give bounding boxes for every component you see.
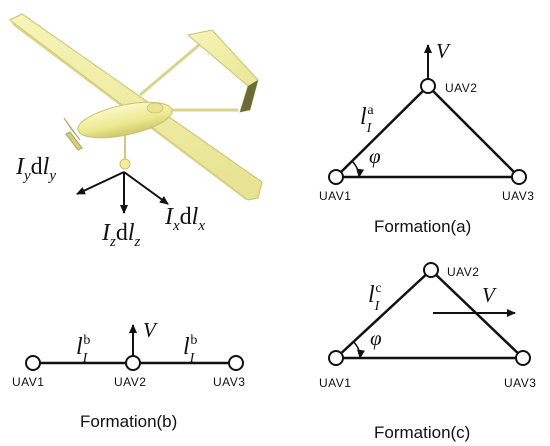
formation-b-length-left: lIb (76, 333, 90, 366)
formation-c (328, 262, 531, 366)
formation-c-node-uav2 (423, 262, 439, 278)
formation-c-node-uav3 (515, 350, 531, 366)
propeller-blade-2 (65, 131, 83, 151)
formation-a-caption: Formation(a) (374, 217, 471, 236)
formation-a-node-uav3 (511, 169, 527, 185)
formation-c-caption: Formation(c) (374, 423, 470, 442)
formation-b-caption: Formation(b) (80, 412, 177, 431)
formation-b-label-uav2: UAV2 (114, 375, 146, 389)
formation-a-edge-23 (427, 85, 520, 178)
tail-fin-shadow (240, 80, 258, 112)
formation-c-edge-12 (335, 269, 432, 359)
formation-c-length-label: lIc (368, 281, 382, 314)
formation-b-label-uav3: UAV3 (213, 375, 245, 389)
formation-c-label-uav1: UAV1 (319, 376, 351, 390)
formation-b-node-uav3 (228, 355, 244, 371)
axis-x-label: Ixdlx (164, 204, 205, 234)
axis-x-arrow (123, 171, 169, 205)
formation-a-length-label: lIa (360, 103, 374, 136)
fuselage-nose (146, 102, 164, 114)
centroid-marker (119, 158, 131, 170)
formation-a-label-uav2: UAV2 (445, 81, 477, 95)
formation-c-angle-arc (352, 340, 365, 359)
formation-c-node-uav1 (328, 350, 344, 366)
formation-a-node-uav1 (328, 169, 344, 185)
formation-a-angle-label: φ (369, 144, 381, 168)
formation-a-edge-12 (335, 85, 429, 178)
formation-b-velocity-label: V (143, 318, 158, 342)
aircraft-illustration (9, 13, 263, 201)
formation-b-length-right: lIb (183, 333, 197, 366)
formation-a-angle-arc (351, 160, 365, 178)
propeller-blade-1 (63, 117, 81, 141)
formation-a-node-uav2 (420, 78, 436, 94)
tail-boom-upper (139, 38, 206, 97)
formation-b-node-uav1 (25, 355, 41, 371)
formation-b-node-uav2 (125, 355, 141, 371)
formation-c-label-uav3: UAV3 (504, 376, 536, 390)
formation-c-velocity-label: V (482, 283, 497, 307)
formation-a-velocity-label: V (436, 39, 451, 63)
aircraft-axes (76, 171, 169, 214)
axis-z-label: Izdlz (101, 220, 141, 250)
formation-a-label-uav1: UAV1 (319, 189, 351, 203)
formation-c-angle-label: φ (370, 326, 382, 350)
axis-y-label: Iydly (15, 154, 56, 184)
formation-b (25, 324, 244, 371)
formation-c-label-uav2: UAV2 (447, 265, 479, 279)
axis-y-arrow (76, 171, 125, 195)
formation-a (328, 44, 527, 185)
formation-a-label-uav3: UAV3 (502, 189, 534, 203)
formation-b-label-uav1: UAV1 (12, 375, 44, 389)
